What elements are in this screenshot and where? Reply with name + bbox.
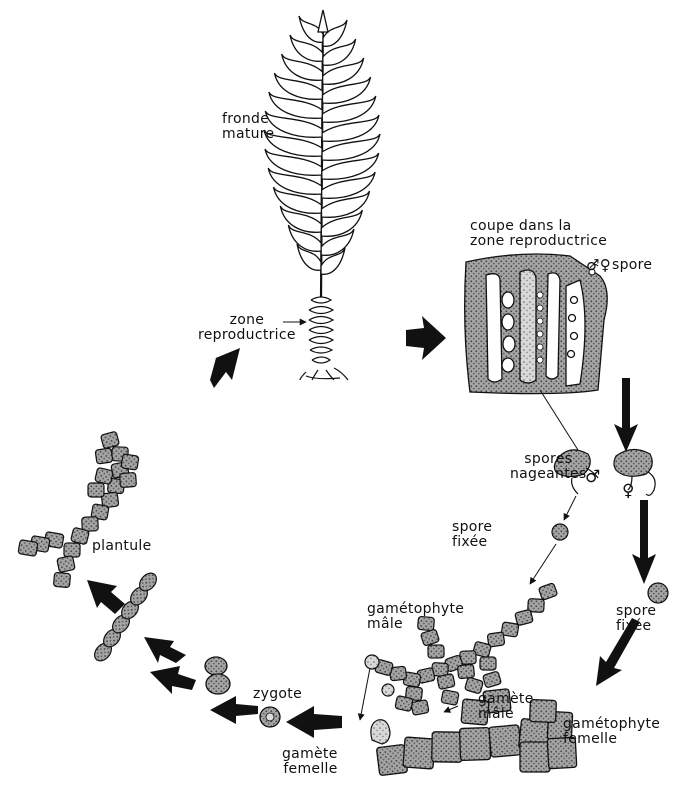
arrow-chain-to-plantule-b [87, 580, 125, 614]
arrow-frond-to-section [406, 316, 446, 360]
section-drawing [465, 254, 608, 394]
antheridium [365, 655, 379, 669]
arrow-section-to-female-spore [614, 378, 638, 452]
female-gametophyte-cell [520, 742, 550, 772]
male-gametophyte-cell [395, 695, 413, 711]
female-gametophyte-cell [459, 727, 490, 760]
frond-apex [318, 10, 328, 32]
plantule-cell [121, 454, 139, 470]
plantule-cell [82, 517, 99, 532]
plantule-cell [95, 467, 114, 484]
plantule-cell [88, 483, 104, 497]
plantule-cell [71, 527, 90, 544]
male-gametophyte-cell [428, 645, 444, 658]
reproductive-zone-drawing [300, 297, 348, 380]
label-zone-reproductrice: zone reproductrice [198, 313, 296, 343]
male-gametophyte-cell [482, 671, 501, 688]
plantule-drawing [18, 431, 139, 588]
plantule-cell [100, 431, 119, 449]
arrow-female-swimming-to-fixed [632, 500, 656, 584]
plantule-cell [64, 543, 80, 557]
female-gametophyte-cell [530, 700, 557, 723]
female-gamete-cell [371, 720, 390, 744]
arrow-plantule-to-frond [206, 348, 240, 388]
label-spore-fixee-right: spore fixée [616, 604, 656, 634]
symbol-female: ♀ [622, 484, 635, 499]
male-gametophyte-cell [411, 700, 429, 716]
label-spore-fixee-left: spore fixée [452, 520, 492, 550]
label-fronde-mature: fronde mature [222, 112, 274, 142]
arrow-gametes-to-zygote [286, 706, 342, 738]
label-gametophyte-male: gamétophyte mâle [367, 602, 464, 632]
plantule-cell [18, 540, 38, 557]
arrow-2cell-to-chain [150, 666, 196, 694]
zygote-cell [260, 707, 280, 727]
arrow-chain-to-plantule-a [144, 637, 186, 663]
two-cell-stage [205, 657, 230, 694]
female-gametophyte-cell [489, 725, 522, 758]
plantule-cell [120, 472, 137, 487]
fixed-spore-male [552, 524, 568, 540]
label-spore: spore [612, 258, 652, 273]
plantule-cell [53, 572, 70, 587]
plantule-cell [95, 448, 113, 464]
plantule-cell [57, 555, 76, 572]
antheridium [382, 684, 394, 696]
male-gametophyte-cell [457, 664, 474, 679]
arrow-zygote-to-2cell [210, 696, 258, 724]
male-gametophyte-cell [441, 690, 459, 706]
mature-frond [264, 10, 380, 300]
male-gametophyte-cell [538, 583, 557, 601]
male-gametophyte-cell [437, 673, 455, 689]
spore-symbols: ♂♀ [586, 258, 611, 273]
male-gametophyte-cell [480, 657, 496, 670]
label-gamete-male: gamète mâle [478, 692, 534, 722]
label-gamete-femelle: gamète femelle [282, 747, 338, 777]
label-gametophyte-femelle: gamétophyte femelle [563, 717, 660, 747]
male-gametophyte-cell [515, 609, 534, 625]
label-coupe: coupe dans la zone reproductrice [470, 219, 607, 249]
fixed-spore-female [648, 583, 668, 603]
symbol-male: ♂ [585, 470, 601, 485]
female-gametophyte-cell [403, 737, 435, 769]
label-zygote: zygote [253, 687, 302, 702]
label-spores-nageantes: spores nageantes [510, 452, 587, 482]
label-plantule: plantule [92, 539, 152, 554]
female-gametophyte-cell [432, 732, 463, 763]
